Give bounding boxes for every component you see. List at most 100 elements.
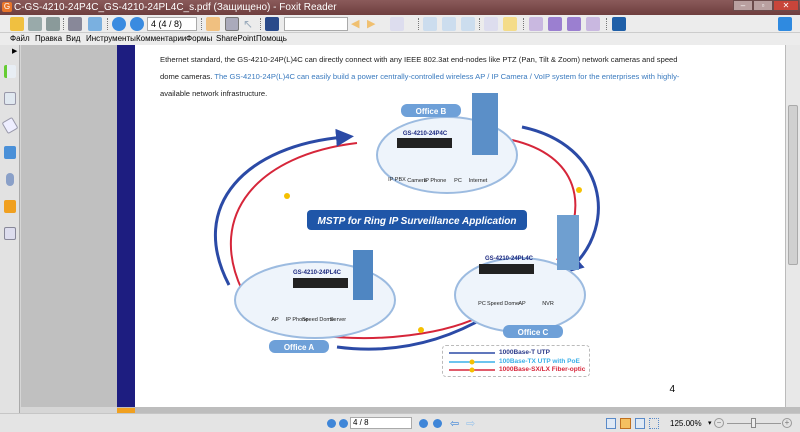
utp-link-b-c [521, 125, 600, 274]
back-icon[interactable]: ⇦ [450, 418, 460, 430]
app-icon: G [2, 2, 12, 12]
fiber-link-a-b [229, 142, 358, 291]
switch-icon [293, 278, 348, 288]
continuous-facing-icon[interactable] [649, 418, 659, 429]
zoom-slider-thumb[interactable] [751, 418, 756, 428]
comments-panel-icon[interactable] [4, 146, 16, 159]
vertical-scrollbar[interactable] [785, 45, 800, 407]
fit-page-icon[interactable] [423, 17, 437, 31]
close-button[interactable]: ✕ [773, 0, 799, 11]
status-page-input[interactable]: 4 / 8 [350, 417, 412, 429]
menu-forms[interactable]: Формы [186, 34, 213, 43]
fit-visible-icon[interactable] [461, 17, 475, 31]
next-page-icon[interactable] [419, 419, 428, 428]
single-page-icon[interactable] [606, 418, 616, 429]
security-lock-icon[interactable] [4, 200, 16, 213]
poe-marker [576, 187, 582, 193]
first-page-icon[interactable] [327, 419, 336, 428]
status-bar: 4 / 8 ⇦ ⇨ 125.00% ▾ − + [0, 413, 800, 432]
toolbar: 4 (4 / 8) ↖ ◀ ▶ [0, 15, 800, 33]
hand-tool-icon[interactable] [206, 17, 220, 31]
pages-icon[interactable] [4, 92, 16, 105]
office-c-badge [503, 325, 563, 338]
continuous-page-icon[interactable] [620, 418, 631, 429]
pdf-export-icon[interactable] [586, 17, 600, 31]
last-page-icon[interactable] [433, 419, 442, 428]
previous-page-icon[interactable] [339, 419, 348, 428]
device-label: IP Phone [286, 317, 309, 323]
find-next-icon[interactable]: ▶ [367, 18, 376, 30]
window-title: C-GS-4210-24P4C_GS-4210-24PL4C_s.pdf (За… [14, 2, 337, 13]
pdf-create-icon[interactable] [529, 17, 543, 31]
page-number-input[interactable]: 4 (4 / 8) [147, 17, 197, 31]
utp-link-a-b [213, 128, 354, 286]
facing-page-icon[interactable] [635, 418, 645, 429]
minimize-button[interactable]: – [733, 0, 753, 11]
poe-marker [284, 193, 290, 199]
pdf-blank-icon[interactable] [567, 17, 581, 31]
device-label: Internet [469, 178, 488, 184]
document-properties-icon[interactable] [390, 17, 404, 31]
pdf-scan-icon[interactable] [548, 17, 562, 31]
find-binoculars-icon[interactable] [265, 17, 279, 31]
zoom-out-icon[interactable]: − [714, 418, 724, 428]
comment-icon[interactable] [503, 17, 517, 31]
maximize-button[interactable]: ▫ [753, 0, 773, 11]
building-icon [557, 215, 579, 270]
device-label: Speed Dome [487, 301, 519, 307]
menu-file[interactable]: Файл [10, 34, 30, 43]
typewriter-icon[interactable] [484, 17, 498, 31]
open-icon[interactable] [10, 17, 24, 31]
menu-tools[interactable]: Инструменты [86, 34, 136, 43]
zoom-in-icon[interactable]: + [782, 418, 792, 428]
scrollbar-thumb[interactable] [788, 105, 798, 265]
pdf-page: Ethernet standard, the GS-4210-24P(L)4C … [117, 45, 785, 407]
layers-icon[interactable] [1, 116, 19, 135]
office-b-switch: GS-4210-24P4C [403, 131, 448, 137]
menu-sharepoint[interactable]: SharePoint [216, 34, 256, 43]
device-label: PC [478, 301, 486, 307]
legend-item: 1000Base-SX/LX Fiber-optic [499, 366, 586, 373]
legend-item: 1000Base-T UTP [499, 349, 550, 356]
previous-page-icon[interactable] [112, 17, 126, 31]
mstp-diagram: MSTP for Ring IP Surveillance Applicatio… [213, 93, 600, 373]
office-b-badge [401, 104, 461, 117]
menu-comments[interactable]: Комментарии [136, 34, 187, 43]
fullscreen-icon[interactable] [778, 17, 792, 31]
diagram-title: MSTP for Ring IP Surveillance Applicatio… [318, 216, 517, 227]
device-label: PC [454, 178, 462, 184]
diagram-title-banner [307, 210, 527, 230]
foxit-plugin-icon[interactable] [612, 17, 626, 31]
email-icon[interactable] [88, 17, 102, 31]
zoom-dropdown-icon[interactable]: ▾ [708, 420, 712, 427]
print-icon[interactable] [68, 17, 82, 31]
signature-icon[interactable] [4, 227, 16, 240]
bookmarks-icon[interactable] [4, 65, 16, 78]
next-page-icon[interactable] [130, 17, 144, 31]
search-input[interactable] [284, 17, 348, 31]
zoom-level[interactable]: 125.00% [670, 419, 702, 428]
utp-link-c-a [336, 310, 497, 351]
find-previous-icon[interactable]: ◀ [351, 18, 360, 30]
device-label: NVR [542, 301, 554, 307]
menu-view[interactable]: Вид [66, 34, 81, 43]
office-c-label: Office C [518, 328, 549, 337]
paragraph-line: Ethernet standard, the GS-4210-24P(L)4C … [160, 55, 678, 64]
select-text-icon[interactable] [225, 17, 239, 31]
poe-marker [418, 327, 424, 333]
navigation-panel [21, 45, 117, 407]
text-span: The GS-4210-24P(L)4C can easily build a … [214, 72, 680, 81]
left-sidebar: ▶ [0, 45, 20, 413]
save-as-icon[interactable] [46, 17, 60, 31]
horizontal-scrollbar[interactable] [117, 407, 800, 413]
save-icon[interactable] [28, 17, 42, 31]
building-icon [472, 93, 498, 155]
select-cursor-icon[interactable]: ↖ [243, 17, 254, 31]
fit-width-icon[interactable] [442, 17, 456, 31]
attachments-icon[interactable] [6, 173, 14, 186]
expand-panel-icon[interactable]: ▶ [12, 48, 18, 55]
switch-icon [479, 264, 534, 274]
menu-edit[interactable]: Правка [35, 34, 63, 43]
forward-icon[interactable]: ⇨ [466, 418, 476, 430]
menu-help[interactable]: Помощь [256, 34, 287, 43]
